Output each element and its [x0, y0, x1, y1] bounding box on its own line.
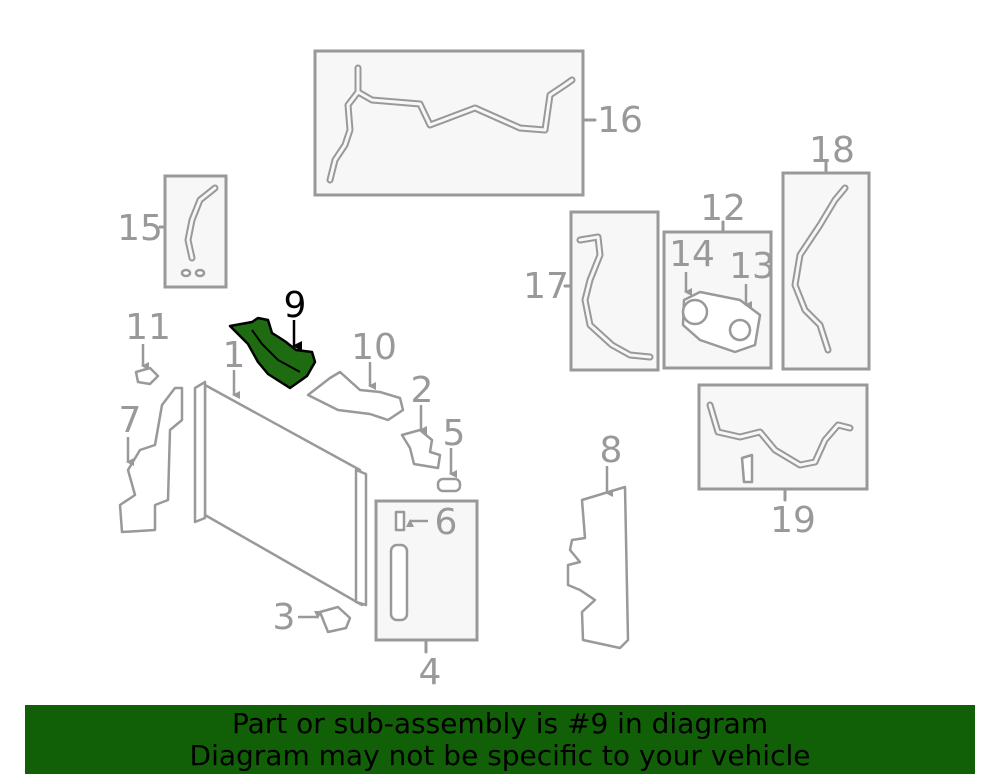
callout-6: 6	[435, 502, 458, 543]
callout-5: 5	[443, 413, 466, 454]
part-1-condenser[interactable]: 1	[193, 335, 368, 607]
part-8-seal[interactable]: 8	[566, 430, 630, 650]
callout-13: 13	[729, 246, 775, 287]
part-15-pipe[interactable]: 15	[117, 174, 228, 289]
part-18-hose[interactable]: 18	[781, 130, 871, 371]
part-12-compressor[interactable]: 12 14 13	[662, 188, 775, 370]
callout-1: 1	[223, 335, 246, 376]
part-11-bolt[interactable]: 11	[125, 307, 171, 386]
part-16-hose-assembly[interactable]: 16	[313, 49, 643, 197]
callout-9: 9	[284, 285, 307, 326]
part-3-bracket[interactable]: 3	[273, 597, 352, 638]
part-4-receiver-drier[interactable]: 6 4	[374, 499, 479, 693]
callout-7: 7	[119, 400, 142, 441]
part-17-hose[interactable]: 17	[523, 210, 660, 372]
part-7-seal[interactable]: 7	[119, 386, 184, 534]
banner-line-2: Diagram may not be specific to your vehi…	[189, 739, 811, 772]
callout-8: 8	[600, 430, 623, 471]
callout-17: 17	[523, 266, 569, 307]
part-5-clip[interactable]: 5	[436, 413, 466, 493]
callout-15: 15	[117, 208, 163, 249]
callout-3: 3	[273, 597, 296, 638]
part-2-bracket[interactable]: 2	[400, 370, 442, 470]
part-notice-banner: Part or sub-assembly is #9 in diagram Di…	[25, 705, 975, 774]
callout-10: 10	[351, 327, 397, 368]
part-9-air-guide-highlighted[interactable]: 9	[228, 285, 317, 390]
callout-11: 11	[125, 307, 171, 348]
callout-19: 19	[770, 500, 816, 541]
callout-4: 4	[419, 652, 442, 693]
callout-12: 12	[700, 188, 746, 229]
callout-18: 18	[809, 130, 855, 171]
callout-16: 16	[597, 100, 643, 141]
part-19-hose[interactable]: 19	[697, 383, 869, 541]
part-10-bracket[interactable]: 10	[306, 327, 405, 422]
callout-14: 14	[669, 234, 715, 275]
banner-line-1: Part or sub-assembly is #9 in diagram	[231, 707, 769, 740]
callout-2: 2	[411, 370, 434, 411]
